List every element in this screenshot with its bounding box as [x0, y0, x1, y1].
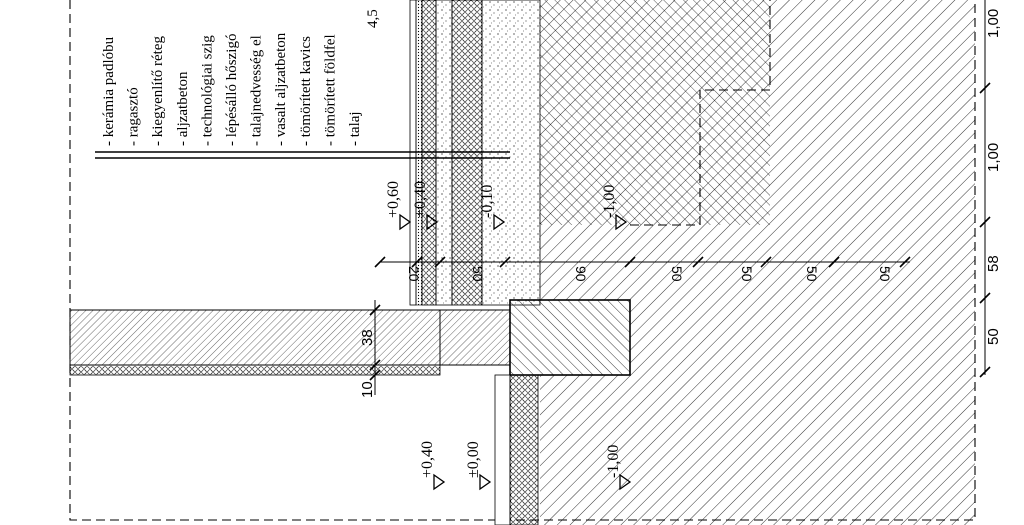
- dim-horizontal-3: 50: [669, 266, 685, 282]
- foundation-block: [509, 299, 631, 376]
- level-lower-0: +0,40: [419, 441, 436, 478]
- level-upper-0: +0,60: [385, 181, 402, 218]
- dim-horizontal-4: 50: [739, 266, 755, 282]
- dimension-ticks: [369, 82, 991, 381]
- level-triangle-6: [619, 473, 632, 491]
- level-upper-1: +0,40: [412, 181, 429, 218]
- layer-label-6: - talajnedvesség el: [249, 35, 265, 146]
- wall-insulation: [69, 364, 441, 376]
- level-triangle-4: [433, 473, 446, 491]
- dim-tick-h-4: [624, 256, 636, 268]
- dim-tick-h-5: [692, 256, 704, 268]
- layer-label-9: - tömörített földfel: [322, 34, 338, 146]
- dim-tick-h-6: [760, 256, 772, 268]
- layer-label-1: - ragasztó: [126, 87, 142, 146]
- dim-right-0: 1,00: [985, 9, 1002, 38]
- layer-label-7: - vasalt aljzatbeton: [273, 32, 289, 146]
- dim-horizontal-6: 50: [877, 266, 893, 282]
- dim-tick-h-7: [828, 256, 840, 268]
- layer-thickness-partial: 4,5: [365, 9, 381, 28]
- dim-wall-1: 10: [359, 381, 376, 398]
- dim-tick-w-2: [369, 369, 381, 381]
- layer-label-4: - technológiai szig: [199, 35, 215, 146]
- dim-tick-h-2: [434, 256, 446, 268]
- dim-horizontal-0: 20: [406, 266, 422, 282]
- level-triangle-3: [615, 213, 628, 231]
- level-triangle-5: [479, 473, 492, 491]
- dim-wall-0: 38: [359, 329, 376, 346]
- dim-right-2: 58: [985, 255, 1002, 272]
- layer-labels: - kerámia padlóbu - ragasztó - kiegyenlítő…: [101, 32, 363, 146]
- dim-right-1: 1,00: [985, 143, 1002, 172]
- layer-label-3: - aljzatbeton: [175, 71, 191, 146]
- layer-label-8: - tömörített kavics: [298, 36, 314, 146]
- dim-tick-r-1: [979, 216, 991, 228]
- dim-tick-h-3: [499, 256, 511, 268]
- dim-tick-r-0: [979, 82, 991, 94]
- level-triangles: [399, 213, 632, 491]
- dim-tick-h-0: [374, 256, 386, 268]
- dim-tick-h-1: [411, 256, 423, 268]
- dim-horizontal-2: 90: [573, 266, 589, 282]
- dim-tick-r-2: [979, 292, 991, 304]
- plinth-strip-gravel: [509, 374, 539, 525]
- dim-right-3: 50: [985, 328, 1002, 345]
- dim-tick-r-3: [979, 366, 991, 378]
- soil-upper-hatch: [540, 0, 770, 225]
- layer-label-0: - kerámia padlóbu: [101, 36, 117, 146]
- level-triangle-0: [399, 213, 412, 231]
- layer-label-5: - lépésálló hőszigó: [224, 34, 240, 146]
- layer-label-10: - talaj: [347, 111, 363, 146]
- dim-tick-h-8: [899, 256, 911, 268]
- wall-hatched: [69, 309, 441, 366]
- layer-label-2: - kiegyenlítő réteg: [150, 36, 166, 146]
- level-lower-1: ±0,00: [465, 441, 482, 478]
- level-triangle-1: [426, 213, 439, 231]
- level-upper-2: -0,10: [479, 185, 496, 218]
- level-triangle-2: [493, 213, 506, 231]
- dim-tick-w-1: [369, 359, 381, 371]
- plinth-strip-outer: [494, 374, 511, 525]
- level-upper-3: -1,00: [601, 185, 618, 218]
- level-lower-2: -1,00: [605, 445, 622, 478]
- dim-horizontal-5: 50: [804, 266, 820, 282]
- dim-tick-w-0: [369, 304, 381, 316]
- wall-base: [439, 309, 511, 366]
- dim-horizontal-1: 50: [470, 266, 486, 282]
